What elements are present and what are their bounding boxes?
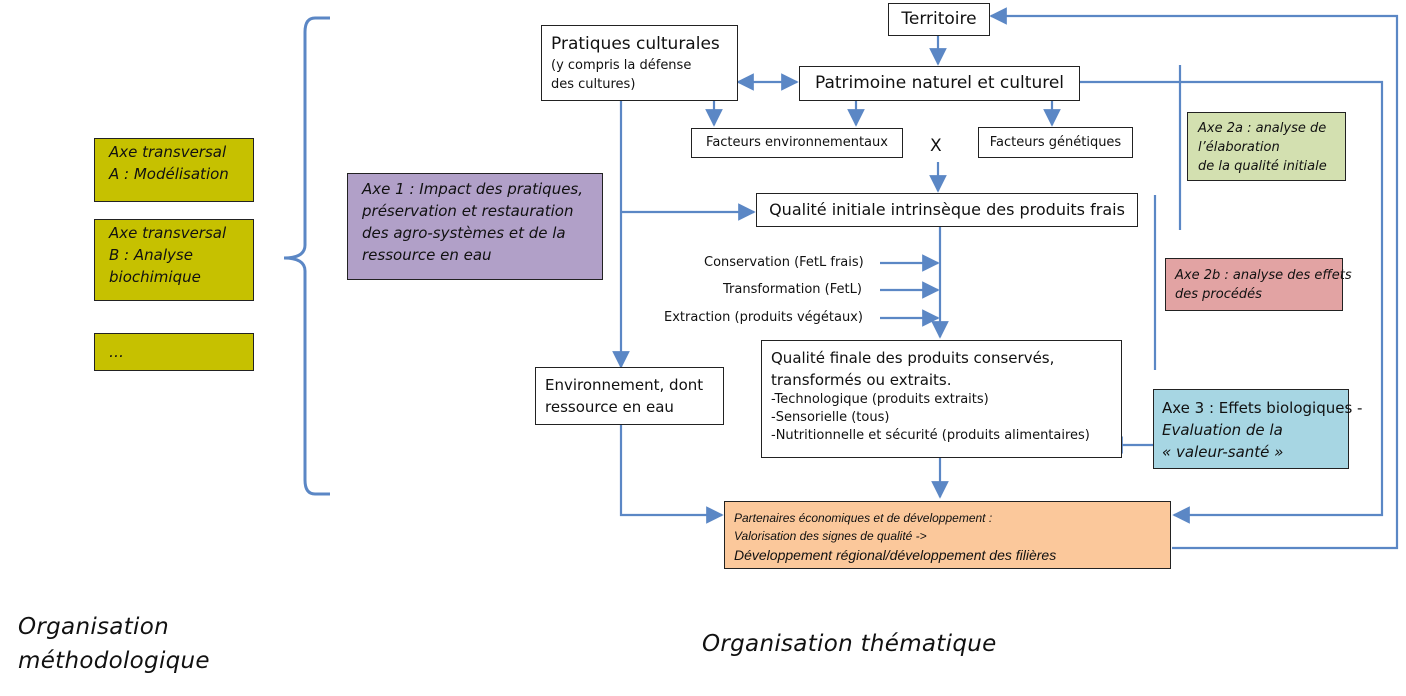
axe1-box: Axe 1 : Impact des pratiques, préservati… bbox=[347, 173, 603, 280]
environnement-box: Environnement, dont ressource en eau bbox=[535, 367, 724, 425]
arrow-patrimoine-partenaires bbox=[1080, 80, 1384, 524]
qualite-finale-line-1: Qualité finale des produits conservés, bbox=[771, 349, 1055, 367]
caption-methodologique: Organisation méthodologique bbox=[18, 610, 210, 678]
axe3-line-1: Axe 3 : Effets biologiques - bbox=[1162, 399, 1363, 417]
axe2a-line-3: de la qualité initiale bbox=[1198, 159, 1327, 174]
transformation-label: Transformation (FetL) bbox=[723, 282, 862, 297]
axe1-line-4: ressource en eau bbox=[362, 246, 492, 264]
arrow-environnement-partenaires bbox=[619, 425, 724, 524]
axe1-line-3: des agro-systèmes et de la bbox=[362, 224, 566, 242]
qualite-initiale-box: Qualité initiale intrinsèque des produit… bbox=[756, 193, 1138, 227]
conservation-label: Conservation (FetL frais) bbox=[704, 255, 864, 270]
x-mark: X bbox=[930, 136, 942, 156]
caption-methodo-line-2: méthodologique bbox=[18, 648, 210, 674]
qualite-finale-item-3: -Nutritionnelle et sécurité (produits al… bbox=[771, 428, 1090, 443]
environnement-line-1: Environnement, dont bbox=[545, 376, 704, 394]
axe2a-box: Axe 2a : analyse de l’élaboration de la … bbox=[1187, 112, 1346, 181]
pratiques-culturales-box: Pratiques culturales (y compris la défen… bbox=[541, 25, 738, 101]
pratiques-sub-2: des cultures) bbox=[551, 77, 636, 92]
partenaires-line-3: Développement régional/développement des… bbox=[734, 547, 1057, 563]
axe-transversal-a-box: Axe transversal A : Modélisation bbox=[94, 138, 254, 202]
axe-transversal-etc-box: … bbox=[94, 333, 254, 371]
facteurs-env-label: Facteurs environnementaux bbox=[706, 135, 888, 150]
facteurs-genetiques-box: Facteurs génétiques bbox=[978, 127, 1133, 158]
pratiques-sub-1: (y compris la défense bbox=[551, 58, 692, 73]
axe2b-line-2: des procédés bbox=[1175, 287, 1262, 302]
axe-b-line-2: B : Analyse bbox=[109, 246, 193, 264]
extraction-label: Extraction (produits végétaux) bbox=[664, 310, 863, 325]
axe1-line-2: préservation et restauration bbox=[362, 202, 574, 220]
axe3-line-2: Evaluation de la bbox=[1162, 421, 1283, 439]
territoire-label: Territoire bbox=[901, 9, 977, 29]
pratiques-title: Pratiques culturales bbox=[551, 34, 720, 54]
partenaires-line-2: Valorisation des signes de qualité -> bbox=[734, 529, 927, 543]
arrow-partenaires-territoire bbox=[989, 7, 1399, 550]
axe3-box: Axe 3 : Effets biologiques - Evaluation … bbox=[1153, 389, 1363, 469]
qualite-finale-line-2: transformés ou extraits. bbox=[771, 371, 952, 389]
axe3-line-3: « valeur-santé » bbox=[1162, 443, 1284, 461]
axe1-line-1: Axe 1 : Impact des pratiques, bbox=[362, 180, 584, 198]
axe-b-line-3: biochimique bbox=[109, 268, 201, 286]
partenaires-box: Partenaires économiques et de développem… bbox=[724, 501, 1171, 569]
axe-transversal-b-box: Axe transversal B : Analyse biochimique bbox=[94, 219, 254, 301]
axe-etc-label: … bbox=[109, 343, 124, 361]
qualite-finale-item-2: -Sensorielle (tous) bbox=[771, 410, 890, 425]
qualite-finale-box: Qualité finale des produits conservés, t… bbox=[761, 340, 1122, 458]
caption-thematique: Organisation thématique bbox=[702, 631, 997, 657]
caption-methodo-line-1: Organisation bbox=[18, 614, 169, 640]
axe2b-box: Axe 2b : analyse des effets des procédés bbox=[1165, 258, 1352, 311]
patrimoine-label: Patrimoine naturel et culturel bbox=[814, 73, 1065, 93]
axe-b-line-1: Axe transversal bbox=[109, 224, 227, 242]
qualite-finale-item-1: -Technologique (produits extraits) bbox=[771, 392, 989, 407]
facteurs-gen-label: Facteurs génétiques bbox=[989, 135, 1122, 150]
axe2a-line-2: l’élaboration bbox=[1198, 140, 1280, 155]
grouping-brace bbox=[283, 16, 330, 496]
axe2a-line-1: Axe 2a : analyse de bbox=[1198, 121, 1327, 136]
partenaires-line-1: Partenaires économiques et de développem… bbox=[734, 511, 993, 525]
qualite-initiale-label: Qualité initiale intrinsèque des produit… bbox=[769, 200, 1125, 219]
facteurs-environnementaux-box: Facteurs environnementaux bbox=[691, 128, 903, 158]
axe2b-line-1: Axe 2b : analyse des effets bbox=[1175, 268, 1352, 283]
axe-a-line-1: Axe transversal bbox=[109, 143, 227, 161]
axe-a-line-2: A : Modélisation bbox=[109, 165, 229, 183]
territoire-box: Territoire bbox=[888, 3, 990, 36]
environnement-line-2: ressource en eau bbox=[545, 398, 674, 416]
patrimoine-box: Patrimoine naturel et culturel bbox=[799, 66, 1080, 101]
